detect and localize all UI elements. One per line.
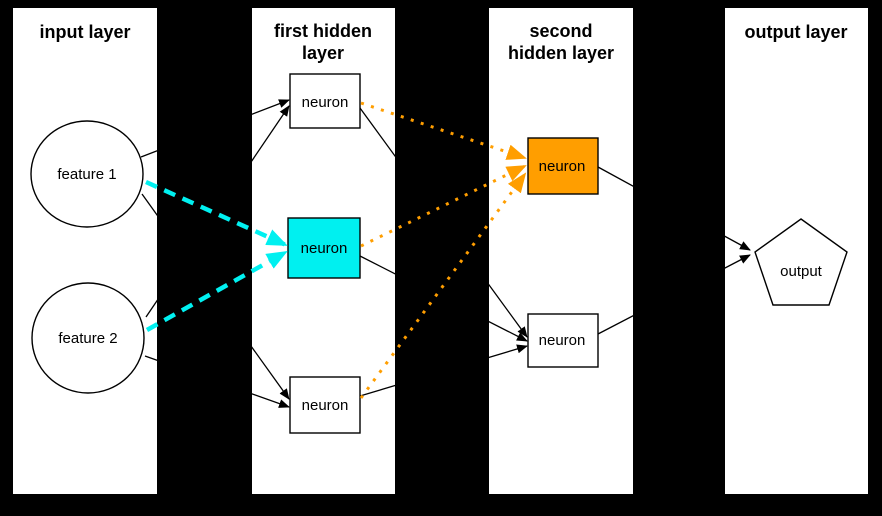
node-label-hidden2-top: neuron — [539, 158, 586, 175]
node-output-pentagon — [754, 218, 848, 306]
panel-input-layer — [13, 8, 157, 494]
edge-hidden2b-to-output — [597, 254, 751, 335]
panel-title-output-layer: output layer — [744, 22, 847, 42]
panel-title-second-hidden-line1: second — [529, 21, 592, 41]
node-hidden2-bottom — [527, 313, 599, 368]
edge-feature2-to-hidden1c — [144, 355, 290, 408]
edge-feature1-to-hidden1b — [145, 179, 288, 248]
node-feature-1 — [30, 120, 144, 228]
panel-title-first-hidden-line2: layer — [302, 43, 344, 63]
edge-hidden1c-to-hidden2a — [359, 172, 527, 399]
panel-title-first-hidden-line1: first hidden — [274, 21, 372, 41]
edge-hidden1a-to-hidden2a — [360, 101, 527, 160]
node-label-hidden1-top: neuron — [302, 94, 349, 111]
panel-title-second-hidden-line2: hidden layer — [508, 43, 614, 63]
edge-feature1-to-hidden1c — [141, 193, 290, 400]
edge-feature1-to-hidden1a — [140, 99, 290, 158]
node-label-feature-1: feature 1 — [57, 166, 116, 183]
panel-title-input-layer: input layer — [39, 22, 130, 42]
edge-hidden1b-to-hidden2b — [359, 255, 528, 342]
panel-second-hidden-layer — [489, 8, 633, 494]
edge-hidden1a-to-hidden2b — [359, 107, 528, 338]
edge-feature2-to-hidden1b — [145, 250, 288, 332]
edge-hidden1c-to-hidden2b — [359, 344, 528, 397]
node-feature-2 — [31, 282, 145, 394]
node-hidden2-top-orange — [527, 137, 599, 195]
edge-hidden2a-to-output — [597, 166, 751, 251]
edge-feature2-to-hidden1a — [145, 105, 290, 318]
node-hidden1-top — [289, 73, 361, 129]
node-label-output: output — [780, 263, 823, 280]
node-label-hidden2-bottom: neuron — [539, 332, 586, 349]
node-label-hidden1-bottom: neuron — [302, 397, 349, 414]
node-label-hidden1-middle: neuron — [301, 240, 348, 257]
node-label-feature-2: feature 2 — [58, 330, 117, 347]
edge-layer — [140, 99, 751, 408]
node-hidden1-middle-cyan — [287, 217, 361, 279]
node-hidden1-bottom — [289, 376, 361, 434]
